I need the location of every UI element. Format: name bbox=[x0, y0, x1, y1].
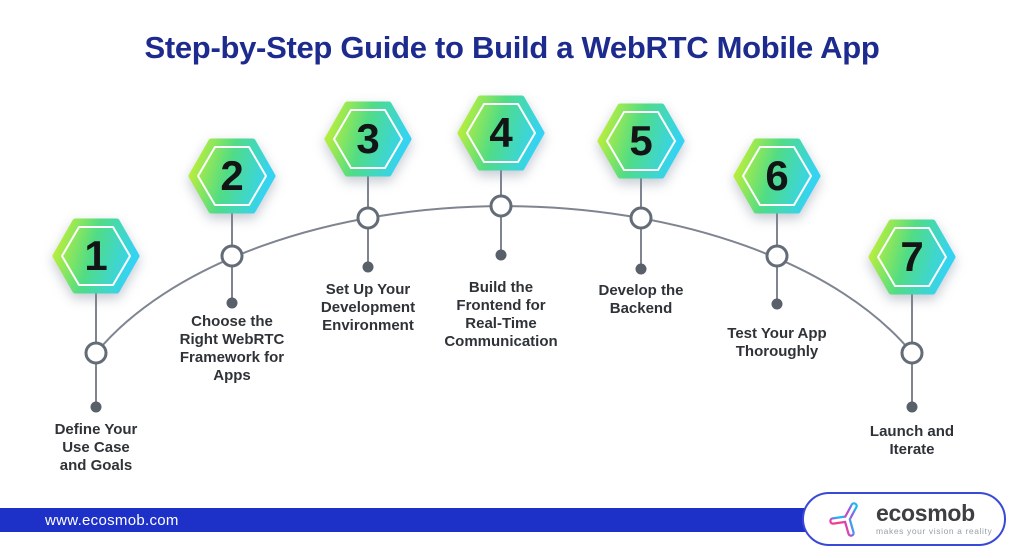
step-1-hexagon: 1 bbox=[52, 217, 140, 295]
arc-node-2 bbox=[220, 244, 244, 268]
step-number: 5 bbox=[629, 117, 653, 164]
step-2-label: Choose the Right WebRTC Framework for Ap… bbox=[179, 313, 285, 384]
brand-name: ecosmob bbox=[876, 500, 975, 527]
brand-text-block: ecosmob makes your vision a reality bbox=[876, 502, 992, 536]
brand-tagline: makes your vision a reality bbox=[876, 526, 993, 537]
ecosmob-logo-icon bbox=[829, 502, 858, 537]
step-2-hexagon: 2 bbox=[188, 137, 276, 215]
hexagon-shape bbox=[733, 138, 821, 214]
arc-node-7 bbox=[900, 341, 924, 365]
step-6-hexagon: 6 bbox=[733, 137, 821, 215]
brand-logo-pill: ecosmob makes your vision a reality bbox=[802, 492, 1006, 546]
step-number: 4 bbox=[489, 109, 513, 156]
step-3-label: Set Up Your Development Environment bbox=[320, 281, 416, 334]
step-4-hexagon: 4 bbox=[457, 94, 545, 172]
end-dots bbox=[90, 249, 918, 413]
footer-bar: www.ecosmob.com bbox=[0, 508, 880, 532]
hexagon-shape bbox=[188, 138, 276, 214]
step-number: 1 bbox=[84, 232, 108, 279]
step-number: 3 bbox=[356, 115, 380, 162]
step-number: 6 bbox=[765, 152, 789, 199]
end-dot-1 bbox=[90, 401, 102, 413]
arc-node-6 bbox=[765, 244, 789, 268]
end-dot-6 bbox=[771, 298, 783, 310]
hexagon-shape bbox=[324, 101, 412, 177]
arc-nodes bbox=[84, 194, 924, 365]
step-3-hexagon: 3 bbox=[324, 100, 412, 178]
hexagon-shape bbox=[597, 103, 685, 179]
end-dot-2 bbox=[226, 297, 238, 309]
hexagon-shape bbox=[868, 219, 956, 295]
end-dot-3 bbox=[362, 261, 374, 273]
page-title: Step-by-Step Guide to Build a WebRTC Mob… bbox=[144, 30, 880, 65]
end-dot-5 bbox=[635, 263, 647, 275]
step-5-hexagon: 5 bbox=[597, 102, 685, 180]
end-dot-4 bbox=[495, 249, 507, 261]
arc-node-3 bbox=[356, 206, 380, 230]
arc-node-1 bbox=[84, 341, 108, 365]
step-4-label: Build the Frontend for Real-Time Communi… bbox=[444, 279, 558, 350]
step-5-label: Develop the Backend bbox=[598, 282, 684, 317]
end-dot-7 bbox=[906, 401, 918, 413]
step-1-label: Define Your Use Case and Goals bbox=[54, 421, 138, 474]
step-number: 7 bbox=[900, 233, 924, 280]
arc-node-5 bbox=[629, 206, 653, 230]
step-number: 2 bbox=[220, 152, 244, 199]
hexagon-shape bbox=[52, 218, 140, 294]
step-6-label: Test Your App Thoroughly bbox=[727, 325, 827, 360]
arc-node-4 bbox=[489, 194, 513, 218]
website-url: www.ecosmob.com bbox=[45, 511, 179, 529]
step-7-hexagon: 7 bbox=[868, 218, 956, 296]
step-7-label: Launch and Iterate bbox=[869, 423, 955, 458]
hexagon-shape bbox=[457, 95, 545, 171]
